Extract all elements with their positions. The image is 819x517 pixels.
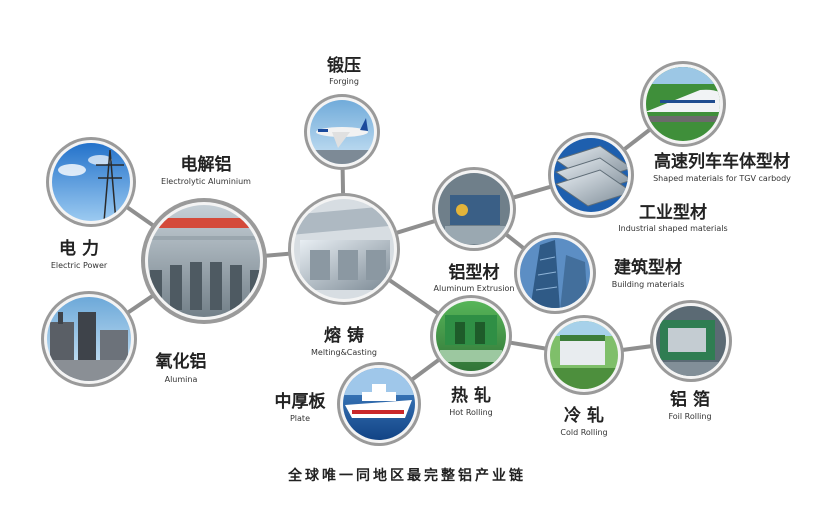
extrusion-machine-icon [438,173,510,245]
industrial-label-en: Industrial shaped materials [618,224,727,233]
node-power [46,137,136,227]
node-alumina [41,291,137,387]
alumina-label-cn: 氧化铝 [155,351,207,372]
diagram-caption: 全球唯一同地区最完整铝产业链 [287,467,526,484]
coldrolling-label-cn: 冷 轧 [564,405,604,426]
foil-label-en: Foil Rolling [668,412,711,421]
factory-hall-icon [148,205,260,317]
coldrolling-label-en: Cold Rolling [560,428,607,437]
power-tower-icon [52,143,130,221]
node-extrusion [432,167,516,251]
building-label-cn: 建筑型材 [614,257,682,278]
electrolytic-label-en: Electrolytic Aluminium [161,177,251,186]
forging-label-cn: 锻压 [327,55,361,76]
extrusion-label-cn: 铝型材 [449,262,500,283]
tgv-label-cn: 高速列车车体型材 [654,151,790,172]
node-industrial [548,132,634,218]
node-building [514,232,596,314]
airplane-icon [310,100,374,164]
labels: 锻压 Forging 电解铝 Electrolytic Aluminium 电 … [51,55,791,484]
extrusion-label-en: Aluminum Extrusion [434,284,515,293]
forging-label-en: Forging [329,77,359,86]
hotrolling-label-en: Hot Rolling [449,408,493,417]
industrial-label-cn: 工业型材 [639,202,707,223]
node-plate [337,362,421,446]
node-forging [304,94,380,170]
foil-machine-icon [656,306,726,376]
power-label-cn: 电 力 [59,238,99,259]
plate-label-cn: 中厚板 [275,391,327,412]
skyscraper-icon [520,238,590,308]
rolling-mill-icon [436,301,506,371]
hotrolling-label-cn: 热 轧 [451,385,491,406]
node-casting [288,193,400,305]
casting-label-en: Melting&Casting [311,348,377,357]
casting-label-cn: 熔 铸 [324,325,364,346]
node-coldrolling [544,315,624,395]
alumina-label-en: Alumina [165,375,198,384]
node-tgv [640,61,726,147]
plate-label-en: Plate [290,414,310,423]
node-foil [650,300,732,382]
profile-bars-icon [554,138,628,212]
foil-label-cn: 铝 箔 [670,389,710,410]
plant-icon [550,321,618,389]
node-electrolytic [141,198,267,324]
casting-hall-icon [294,199,394,299]
building-label-en: Building materials [612,280,685,289]
tgv-label-en: Shaped materials for TGV carbody [653,174,791,183]
power-label-en: Electric Power [51,261,108,270]
node-hotrolling [430,295,512,377]
electrolytic-label-cn: 电解铝 [181,154,232,175]
